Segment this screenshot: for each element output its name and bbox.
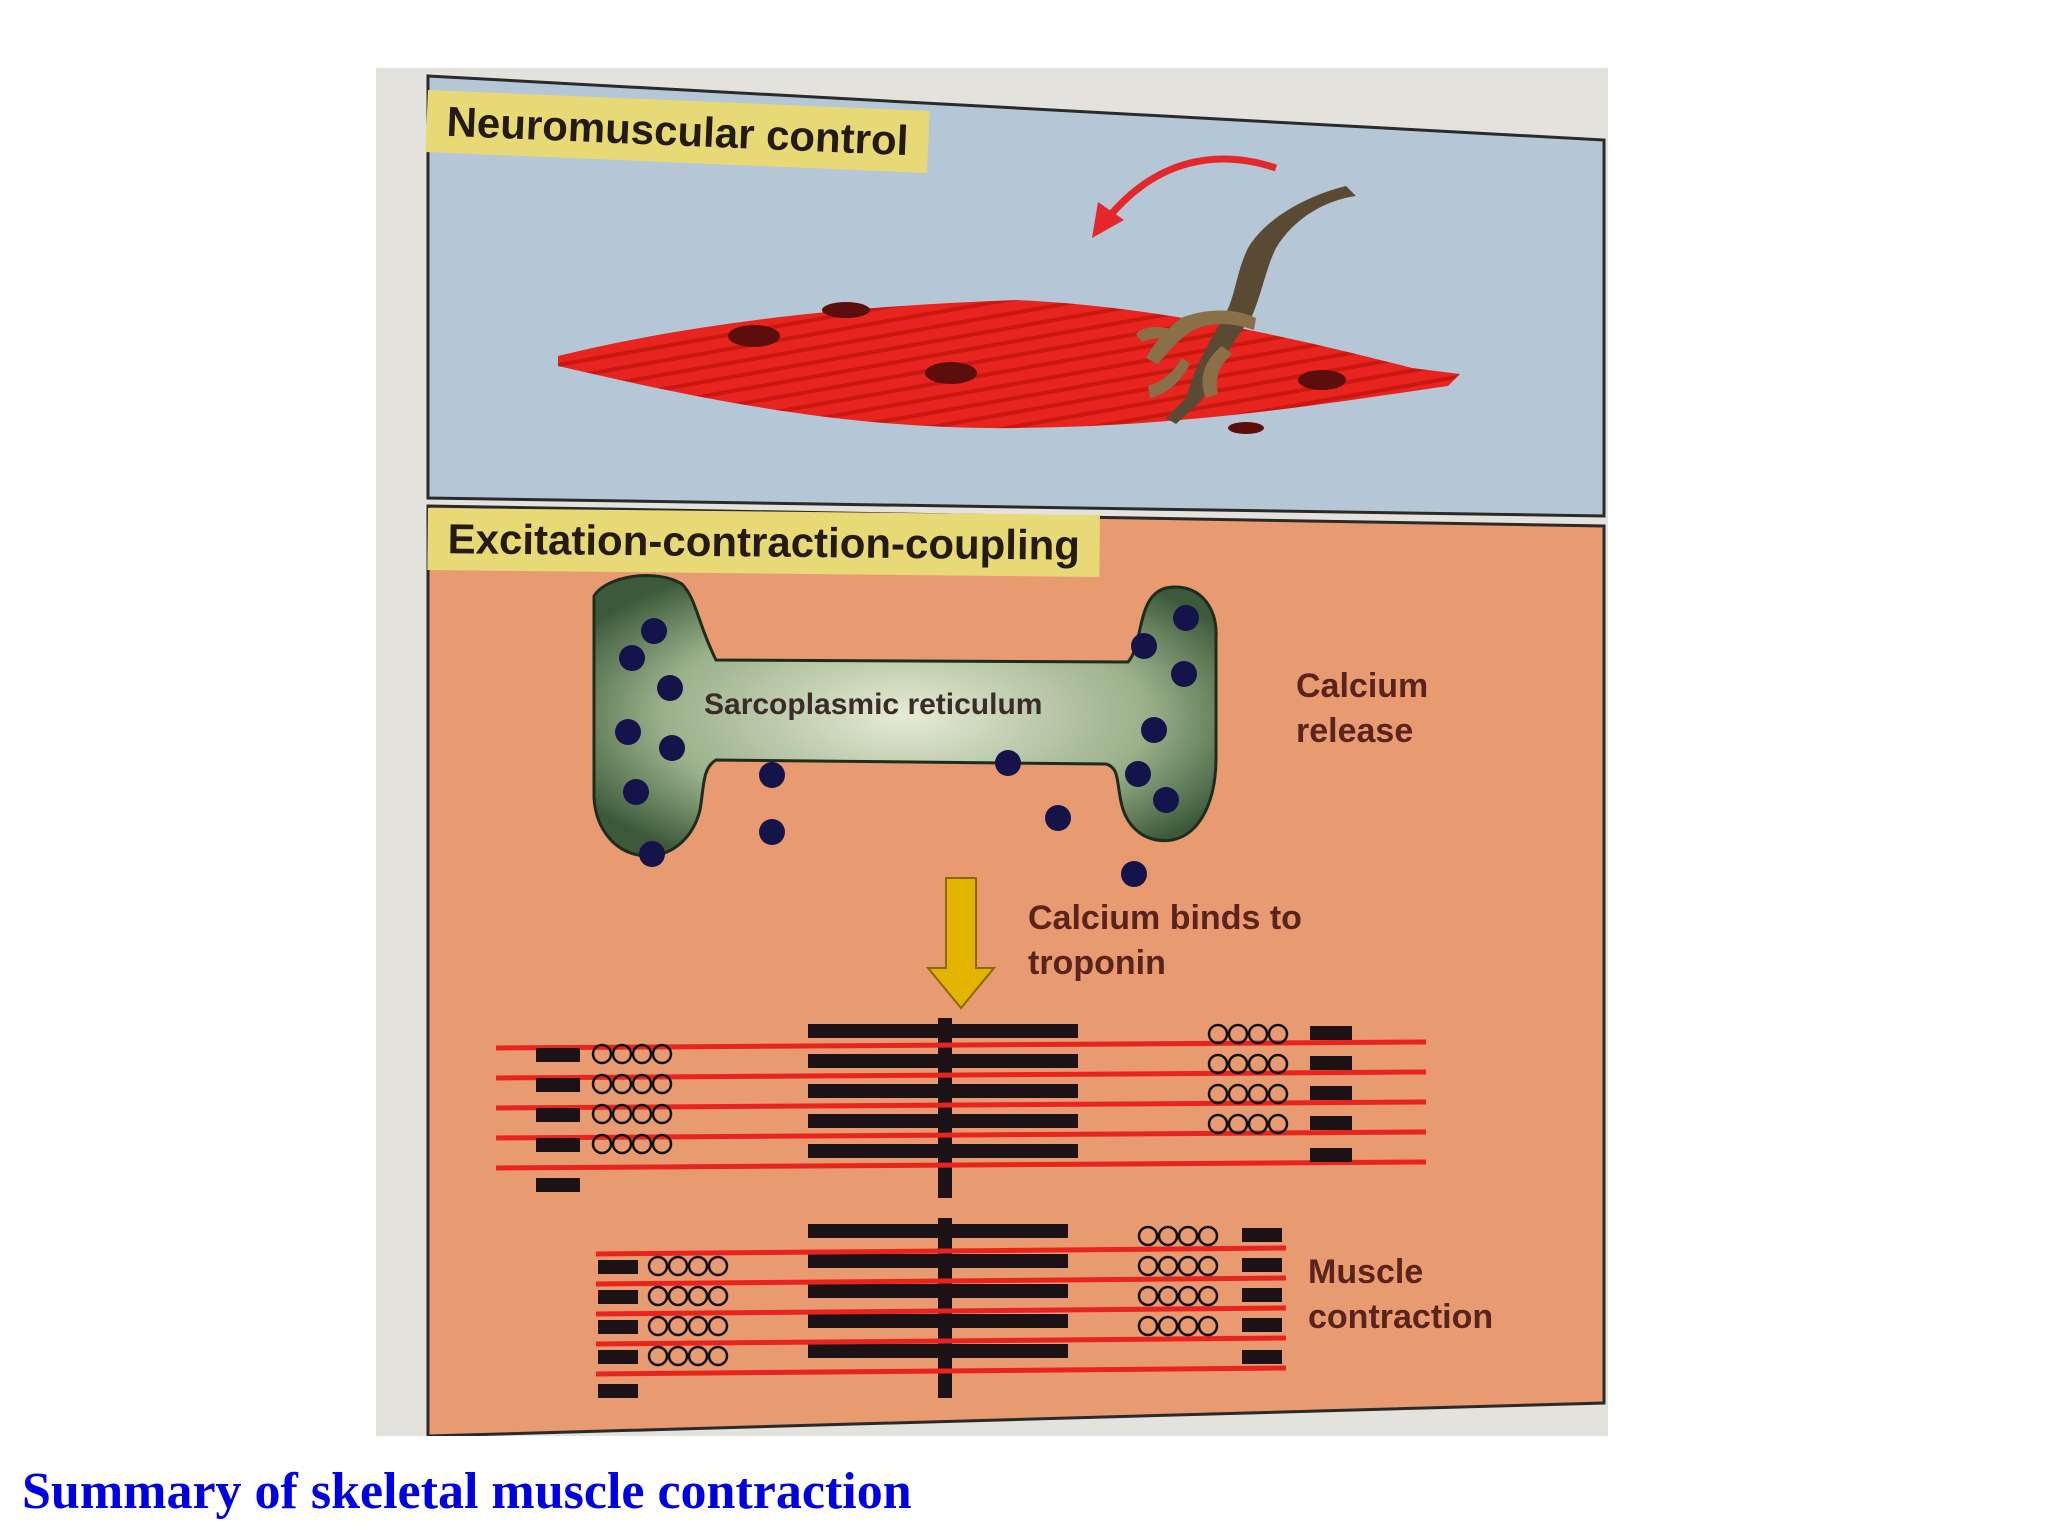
neuromuscular-panel <box>426 74 1606 518</box>
relaxed-sarcomere <box>495 1018 1427 1198</box>
slide-caption: Summary of skeletal muscle contraction <box>22 1463 912 1520</box>
sarcoplasmic-reticulum-label: Sarcoplasmic reticulum <box>704 688 1043 721</box>
contracted-sarcomere <box>595 1218 1287 1398</box>
sarcoplasmic-reticulum <box>592 573 1218 858</box>
muscle-contraction-line-2: contraction <box>1308 1297 1494 1336</box>
motor-neuron <box>1136 186 1356 424</box>
calcium-binds-label: Calcium binds to troponin <box>1028 896 1302 986</box>
calcium-release-line-1: Calcium <box>1296 667 1429 705</box>
calcium-release-line-2: release <box>1296 711 1414 750</box>
calcium-binds-line-2: troponin <box>1028 943 1166 982</box>
calcium-release-label: Calcium release <box>1296 664 1428 754</box>
muscle-contraction-label: Muscle contraction <box>1308 1250 1493 1340</box>
calcium-ions <box>615 605 1199 887</box>
signal-arrow <box>1092 155 1278 238</box>
ecc-title: Excitation-contraction-coupling <box>427 508 1101 578</box>
diagram-svg <box>426 74 1606 1436</box>
binding-arrow <box>925 877 997 1010</box>
muscle-contraction-line-1: Muscle <box>1308 1253 1424 1291</box>
diagram-photo: Neuromuscular control Excitation-contrac… <box>376 68 1608 1436</box>
calcium-binds-line-1: Calcium binds to <box>1028 899 1302 937</box>
